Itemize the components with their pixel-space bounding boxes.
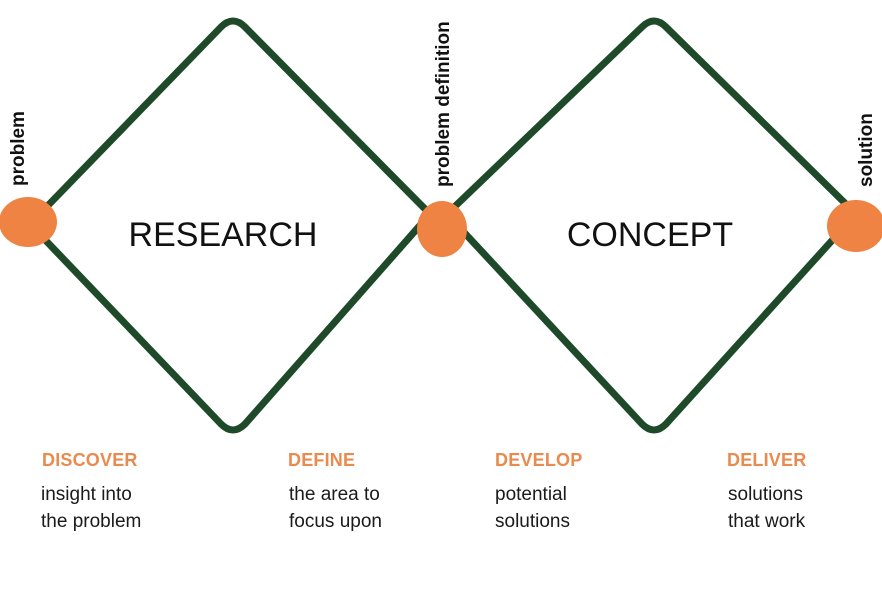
problem-definition-node xyxy=(417,201,467,257)
research-label: RESEARCH xyxy=(129,216,318,254)
deliver-description: solutions that work xyxy=(728,481,805,535)
discover-title: DISCOVER xyxy=(42,450,138,470)
develop-title: DEVELOP xyxy=(495,450,583,470)
deliver-line-1: solutions xyxy=(728,484,803,505)
define-description: the area to focus upon xyxy=(289,481,382,535)
discover-line-2: the problem xyxy=(41,511,142,532)
develop-description: potential solutions xyxy=(495,481,570,535)
develop-line-1: potential xyxy=(495,484,567,505)
discover-description: insight into the problem xyxy=(41,481,141,535)
define-line-1: the area to xyxy=(289,484,380,505)
deliver-title: DELIVER xyxy=(727,450,807,470)
solution-node xyxy=(827,200,882,252)
problem-definition-label: problem definition xyxy=(433,21,454,187)
define-line-2: focus upon xyxy=(289,511,382,532)
discover-line-1: insight into xyxy=(41,484,132,505)
develop-line-2: solutions xyxy=(495,511,570,532)
define-title: DEFINE xyxy=(288,450,356,470)
solution-label: solution xyxy=(856,113,877,187)
deliver-line-2: that work xyxy=(728,511,806,532)
concept-label: CONCEPT xyxy=(567,216,733,254)
problem-node xyxy=(0,197,57,247)
problem-label: problem xyxy=(8,111,29,186)
